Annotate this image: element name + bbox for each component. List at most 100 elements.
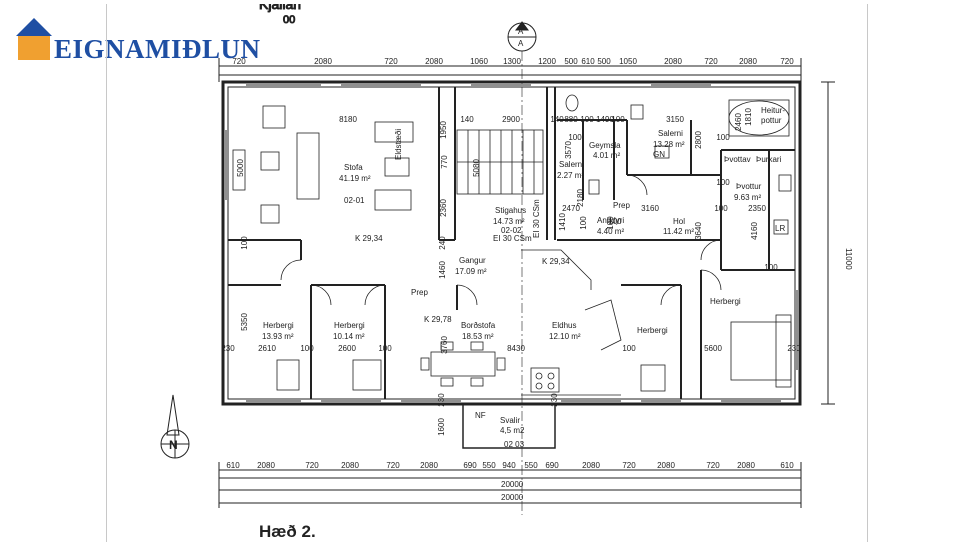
bottom-dimension-lines <box>218 462 802 508</box>
label-k-1: K 29,34 <box>355 234 383 243</box>
room-hol-area: 11.42 m² <box>663 227 694 236</box>
interior-dim-label: 2180 <box>576 189 585 207</box>
floor-title: Hæð 2. <box>259 522 316 541</box>
interior-dim-label: 5000 <box>236 159 245 177</box>
top-dim-label: 720 <box>704 57 718 66</box>
bottom-dim-label: 940 <box>502 461 516 470</box>
label-nf: NF <box>475 411 486 420</box>
interior-dim-label: 240 <box>438 236 447 250</box>
top-dim-label: 2080 <box>314 57 332 66</box>
interior-dim-label: 100 <box>716 178 730 187</box>
bottom-dim-label: 720 <box>305 461 319 470</box>
label-k-2: K 29,34 <box>542 257 570 266</box>
interior-dim-label: 2350 <box>748 204 766 213</box>
interior-dim-label: 2600 <box>338 344 356 353</box>
total-dim-2: 20000 <box>501 493 524 502</box>
interior-dim-label: 100 <box>568 133 582 142</box>
bottom-dim-label: 550 <box>524 461 538 470</box>
interior-dim-label: 230 <box>787 344 801 353</box>
top-text: Kjallari <box>259 4 301 12</box>
label-gn: GN <box>653 150 665 159</box>
interior-dim-label: 2900 <box>502 115 520 124</box>
interior-dim-label: 1950 <box>439 121 448 139</box>
door-swings <box>280 174 722 306</box>
brand-name: EIGNAMIÐLUN <box>54 34 261 64</box>
bottom-dim-label: 690 <box>463 461 477 470</box>
top-dim-label: 1050 <box>619 57 637 66</box>
brand-logo[interactable]: EIGNAMIÐLUN <box>14 14 284 66</box>
top-sub: 00 <box>283 14 295 26</box>
room-stigahus-area: 14.73 m² <box>493 217 525 226</box>
top-dim-label: 1300 <box>503 57 521 66</box>
top-dim-label: 1060 <box>470 57 488 66</box>
section-marker-top: A <box>518 27 524 36</box>
bottom-dim-label: 610 <box>780 461 794 470</box>
interior-dim-label: 8430 <box>507 344 525 353</box>
top-dim-label: 500 <box>564 57 578 66</box>
interior-dim-label: 100 <box>764 263 778 272</box>
interior-dim-label: 230 <box>550 393 559 407</box>
interior-dim-label: 100 <box>240 236 249 250</box>
interior-walls <box>228 87 795 399</box>
interior-dim-label: 100 <box>622 344 636 353</box>
interior-dim-label: 230 <box>437 393 446 407</box>
interior-dim-label: 2800 <box>694 131 703 149</box>
interior-dim-label: 140 <box>550 115 564 124</box>
bottom-dim-label: 550 <box>482 461 496 470</box>
interior-dim-label: 100 <box>606 216 615 230</box>
room-pvottav-extra: Þurkari <box>756 155 782 164</box>
label-prep-1: Prep <box>411 288 428 297</box>
room-pvottur-area: 9.63 m² <box>734 193 761 202</box>
top-dim-label: 720 <box>780 57 794 66</box>
interior-dim-label: 5080 <box>472 159 481 177</box>
interior-dim-label: 230 <box>221 344 235 353</box>
top-dim-label: 2080 <box>739 57 757 66</box>
room-heiturpottur-name2: pottur <box>761 116 782 125</box>
right-dimension-line <box>821 81 835 405</box>
staircase <box>456 129 544 195</box>
house-icon <box>16 18 52 60</box>
interior-dim-label: 1600 <box>437 418 446 436</box>
top-dim-label: 720 <box>384 57 398 66</box>
bottom-dim-label: 2080 <box>420 461 438 470</box>
interior-dim-label: 2460 <box>734 113 743 131</box>
interior-dim-label: 2610 <box>258 344 276 353</box>
room-bordstofa-name: Borðstofa <box>461 321 496 330</box>
furniture-stofa <box>232 105 414 224</box>
room-geymsla-name: Geymsla <box>589 141 621 150</box>
interior-dim-label: 1460 <box>438 261 447 279</box>
furniture-bordstofa <box>420 341 506 387</box>
bottom-dim-label: 720 <box>622 461 636 470</box>
interior-dim-label: 2470 <box>562 204 580 213</box>
top-dimension-line <box>218 58 802 82</box>
interior-dim-label: 3570 <box>564 141 573 159</box>
label-prep-2: Prep <box>613 201 630 210</box>
room-stigahus-note2: EI 30 CSm <box>532 199 541 238</box>
label-k-3: K 29,78 <box>424 315 452 324</box>
interior-dim-label: 4160 <box>750 222 759 240</box>
interior-dim-label: 3640 <box>694 222 703 240</box>
windows <box>225 84 798 402</box>
inner-wall-line <box>227 86 796 400</box>
interior-dim-label: 1810 <box>744 108 753 126</box>
room-anddyri-name: Anddyri <box>597 216 624 225</box>
top-dim-label: 2080 <box>425 57 443 66</box>
room-eldhus-name: Eldhus <box>552 321 576 330</box>
room-herbergi-4-name: Herbergi <box>710 297 741 306</box>
room-stigahus-name: Stigahus <box>495 206 526 215</box>
interior-dim-label: 100 <box>300 344 314 353</box>
bottom-dim-label: 610 <box>226 461 240 470</box>
bottom-dim-label: 2080 <box>657 461 675 470</box>
interior-dim-label: 100 <box>714 204 728 213</box>
room-eldhus-area: 12.10 m² <box>549 332 581 341</box>
label-lr: LR <box>775 224 785 233</box>
kitchen-counter <box>521 249 622 396</box>
room-hol-name: Hol <box>673 217 685 226</box>
room-stofa-code: 02-01 <box>344 196 365 205</box>
room-gangur-area: 17.09 m² <box>455 267 487 276</box>
right-total-dim: 11000 <box>844 248 853 270</box>
interior-dim-label: 100 <box>580 115 594 124</box>
interior-dim-label: 2360 <box>439 199 448 217</box>
